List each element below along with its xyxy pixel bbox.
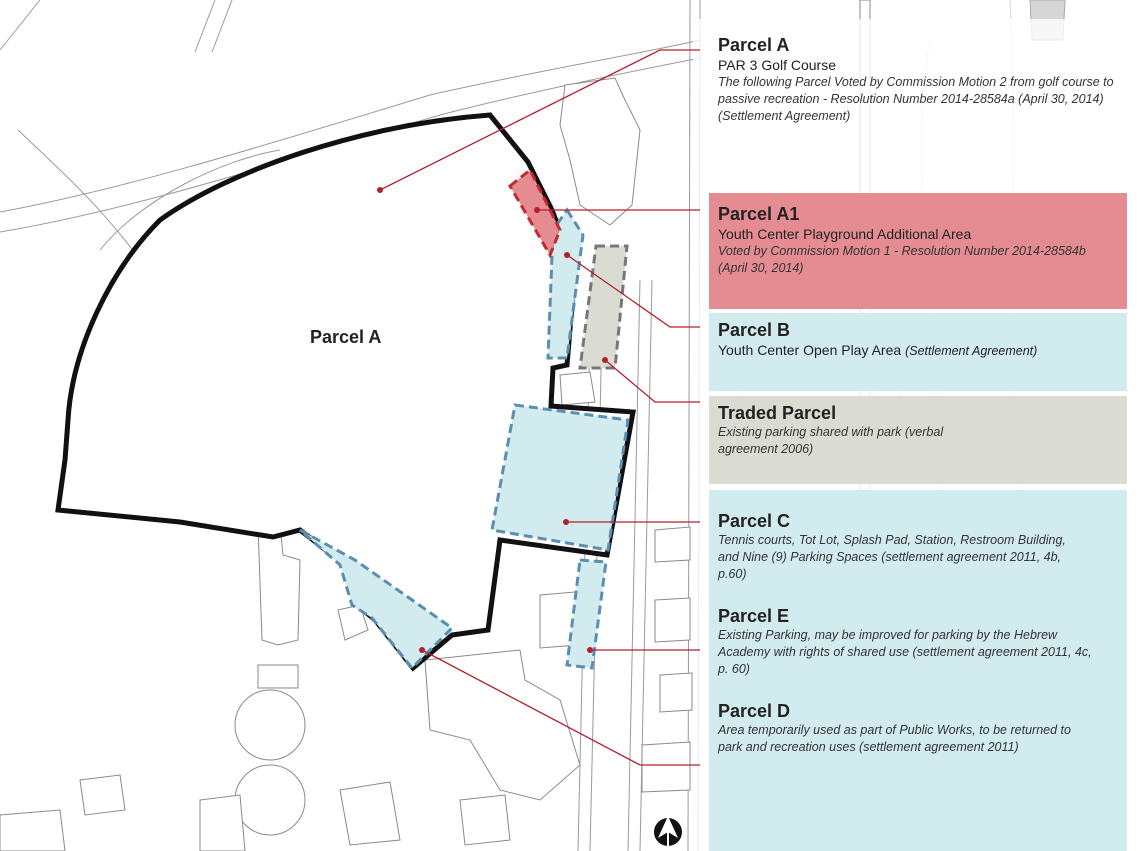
parcel-b-area	[546, 207, 585, 360]
map-label-parcel-a: Parcel A	[310, 327, 382, 347]
legend-parcel-b-title: Parcel B	[718, 320, 791, 340]
legend-traded-parcel-note: Existing parking shared with park (verba…	[718, 425, 944, 456]
parcel-a-boundary	[55, 112, 636, 672]
legend-parcel-e-title: Parcel E	[718, 606, 790, 626]
parcel-c-area	[490, 403, 630, 552]
legend-parcel-a-subtitle: PAR 3 Golf Course	[718, 57, 837, 73]
legend-parcel-a1-note: Voted by Commission Motion 1 - Resolutio…	[718, 244, 1086, 275]
traded-parcel-area	[578, 244, 629, 370]
legend-parcel-e: Parcel E Existing Parking, may be improv…	[718, 605, 1118, 678]
legend-parcel-d: Parcel D Area temporarily used as part o…	[718, 700, 1118, 756]
legend-parcel-c-note: Tennis courts, Tot Lot, Splash Pad, Stat…	[718, 533, 1066, 581]
legend-parcel-a1-subtitle: Youth Center Playground Additional Area	[718, 226, 972, 242]
legend-parcel-c: Parcel C Tennis courts, Tot Lot, Splash …	[718, 510, 1118, 583]
legend-parcel-d-title: Parcel D	[718, 701, 791, 721]
legend-parcel-b-subtitle-note: (Settlement Agreement)	[905, 344, 1038, 358]
legend-parcel-a-note: The following Parcel Voted by Commission…	[718, 75, 1114, 123]
legend-parcel-a1: Parcel A1 Youth Center Playground Additi…	[709, 193, 1127, 309]
legend-traded-parcel: Traded Parcel Existing parking shared wi…	[709, 396, 1127, 484]
legend-parcel-a: Parcel A PAR 3 Golf Course The following…	[709, 34, 1127, 184]
north-arrow-icon	[654, 816, 682, 848]
legend-parcel-e-note: Existing Parking, may be improved for pa…	[718, 628, 1092, 676]
legend-parcel-c-title: Parcel C	[718, 511, 791, 531]
legend-parcel-b: Parcel B Youth Center Open Play Area (Se…	[709, 313, 1127, 391]
legend-traded-parcel-title: Traded Parcel	[718, 403, 837, 423]
legend-parcel-b-subtitle-line: Youth Center Open Play Area (Settlement …	[718, 341, 1118, 360]
legend-parcel-a1-title: Parcel A1	[718, 204, 800, 224]
legend-parcel-a-title: Parcel A	[718, 35, 790, 55]
legend-lower-group: Parcel C Tennis courts, Tot Lot, Splash …	[709, 490, 1127, 851]
legend-parcel-d-note: Area temporarily used as part of Public …	[718, 723, 1071, 754]
parcel-d-area	[299, 528, 455, 671]
legend-parcel-b-subtitle: Youth Center Open Play Area	[718, 342, 902, 358]
